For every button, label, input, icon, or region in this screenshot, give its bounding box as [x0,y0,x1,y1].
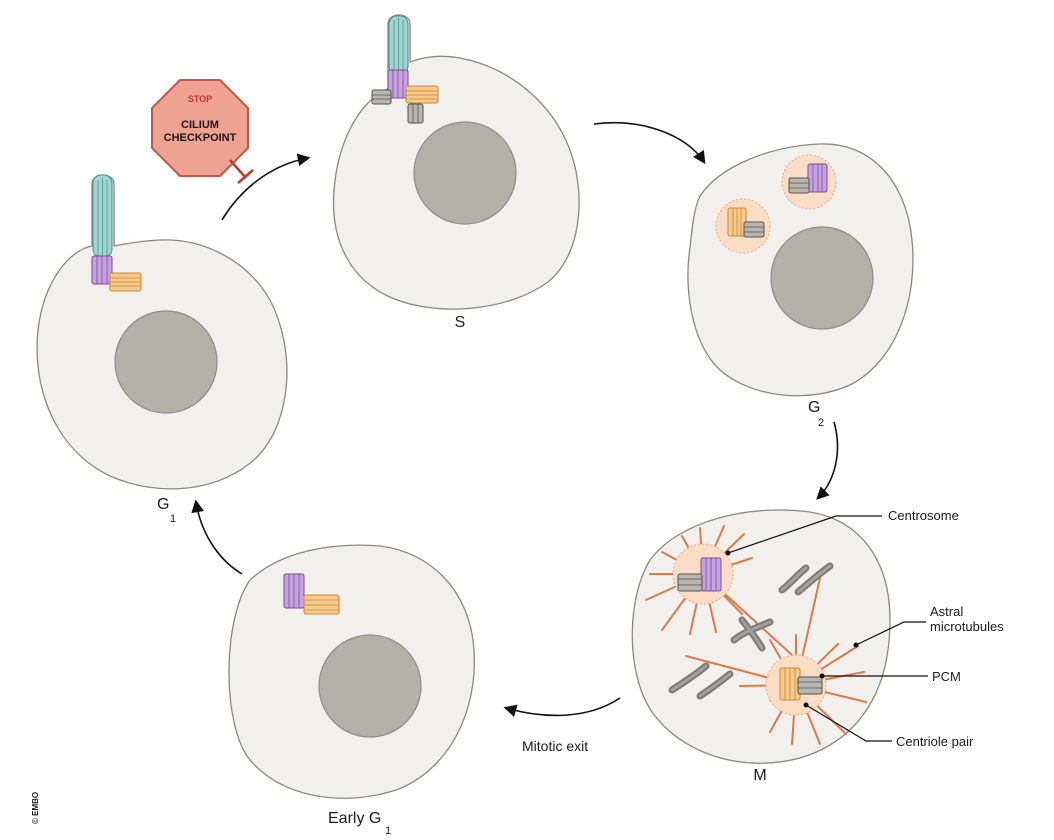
callout-centriole-pair: Centriole pair [896,734,974,749]
stop-text: STOP [188,94,212,104]
callout-centrosome: Centrosome [888,508,959,523]
label-g2-sub: 2 [818,417,824,429]
s-cell [332,14,580,310]
callout-astral-line2: microtubules [930,619,1004,634]
early-g1-daughter-centriole [303,594,340,615]
stop-sign: STOP CILIUM CHECKPOINT [151,79,254,184]
g1-mother-centriole [91,255,113,285]
m-cell [631,509,891,764]
callout-leaders [725,515,928,742]
g2-centrosome-2 [715,198,771,254]
g1-cell [36,174,288,490]
label-m: M [753,767,766,784]
early-g1-cell [228,544,476,799]
s-nucleus [413,121,517,225]
label-g1: G [157,496,169,513]
label-mitotic-exit: Mitotic exit [522,738,588,754]
early-g1-mother-centriole [283,573,305,609]
stop-line1: CILIUM [181,119,219,131]
g2-cell [687,143,914,397]
label-early-g1-sub: 1 [385,825,391,837]
g2-centrosome-1 [781,154,837,210]
g2-nucleus [770,226,874,330]
label-g2: G [808,399,820,416]
g1-daughter-centriole [109,272,142,292]
m-centrosome-1 [672,543,734,605]
g1-nucleus [114,310,218,414]
arrow-early-g1-to-g1 [191,499,243,575]
copyright: © EMBO [31,792,40,824]
stop-line2: CHECKPOINT [164,132,237,144]
label-s: S [455,314,466,331]
m-centrosome-2 [765,654,827,716]
inhibition-line [229,159,247,179]
arrow-g1-to-s [221,153,311,221]
early-g1-nucleus [318,634,422,738]
g1-cilium [92,174,113,258]
arrow-g2-to-m [816,421,839,500]
label-early-g1: Early G [328,810,381,827]
inhibition-bar [237,169,254,184]
callout-pcm: PCM [932,669,961,684]
label-g1-sub: 1 [170,513,176,525]
s-procentriole-2 [407,103,424,124]
s-mother-centriole [387,69,409,99]
arrow-m-to-early-g1 [503,697,621,717]
s-cilium [388,15,409,75]
s-procentriole-1 [371,89,392,105]
callout-astral-line1: Astral [930,604,963,619]
s-daughter-centriole [405,85,439,104]
arrow-s-to-g2 [593,121,706,165]
chromosomes [668,562,834,700]
